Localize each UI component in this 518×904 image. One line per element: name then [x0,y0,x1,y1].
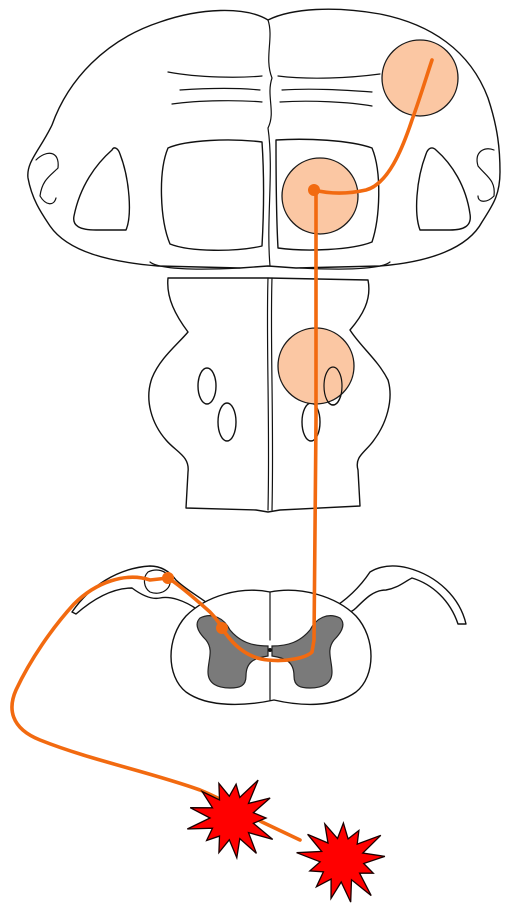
brainstem-section [149,278,390,512]
thalamus-soma [308,184,320,196]
cortex-nucleus [382,40,458,116]
thalamus-left [161,140,263,250]
stimulus-group [187,780,385,902]
thalamus-nucleus [282,158,358,234]
dorsal-horn-soma [216,622,228,634]
central-canal [268,648,272,652]
brainstem-nucleus-left-2 [218,403,236,441]
stimulus-burst-2 [297,823,385,902]
brainstem-outline [149,278,390,512]
spinal-cord-section [72,566,466,704]
dorsal-root-ganglion-soma [162,572,174,584]
spinal-cord-outline [171,590,371,704]
brainstem-nucleus-left-1 [198,368,216,404]
